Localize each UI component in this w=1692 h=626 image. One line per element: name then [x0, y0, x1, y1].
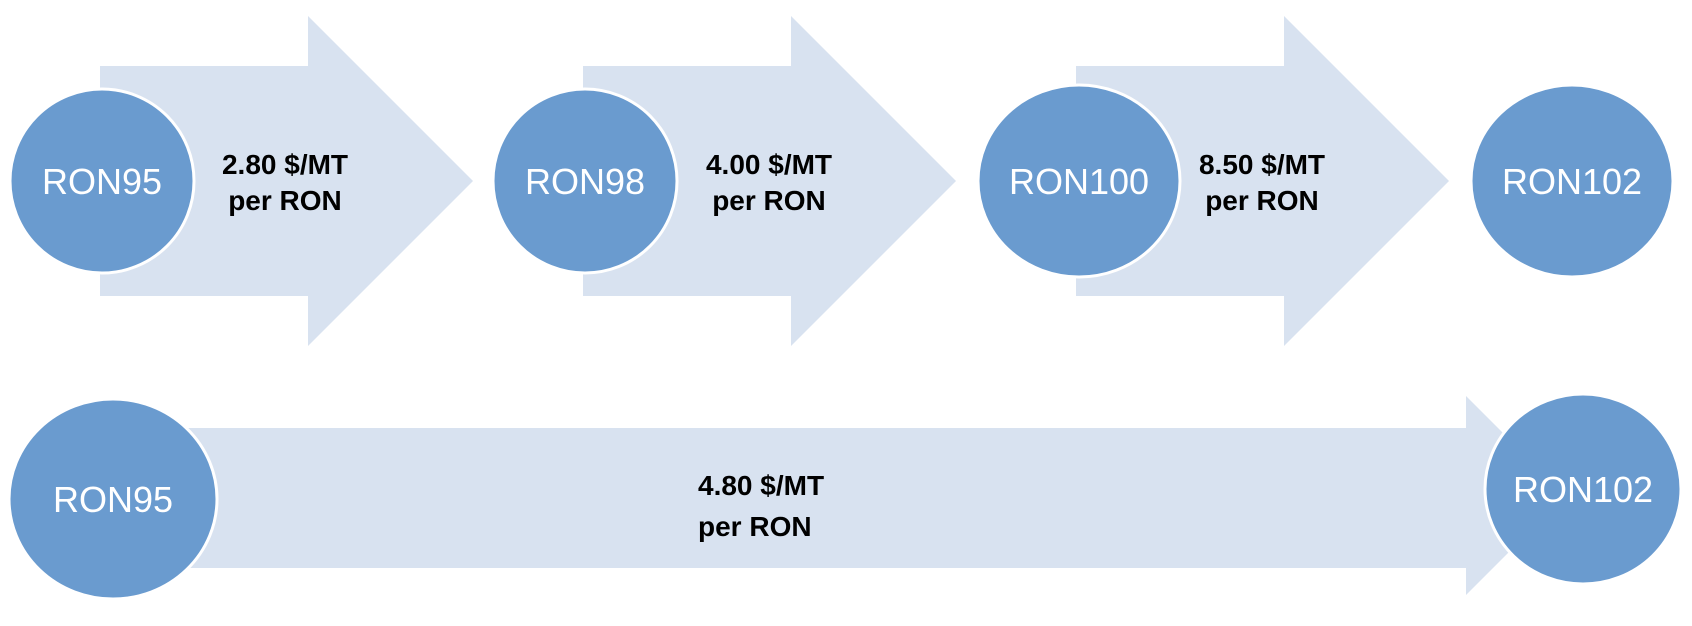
arrow-label-3-price: 8.50 $/MT — [1199, 149, 1325, 180]
node-label-ron100: RON100 — [1009, 161, 1149, 202]
arrow-ron95-to-ron98 — [100, 16, 473, 346]
node-ron95-bottom — [7, 397, 219, 601]
arrow-ron98-to-ron100 — [583, 16, 956, 346]
node-ron102-top — [1469, 83, 1675, 279]
node-label-ron95-bottom: RON95 — [53, 479, 173, 520]
node-ron98 — [491, 87, 679, 275]
node-label-ron102-top: RON102 — [1502, 161, 1642, 202]
arrow-ron100-to-ron102 — [1076, 16, 1449, 346]
arrow-label-1-price: 2.80 $/MT — [222, 149, 348, 180]
node-ron100 — [976, 83, 1182, 279]
node-label-ron98: RON98 — [525, 161, 645, 202]
arrow-label-2-unit: per RON — [712, 185, 826, 216]
node-label-ron102-bottom: RON102 — [1513, 469, 1653, 510]
node-ron95 — [8, 87, 196, 275]
arrow-label-1-unit: per RON — [228, 185, 342, 216]
arrow-label-2-price: 4.00 $/MT — [706, 149, 832, 180]
bottom-arrow-label-price: 4.80 $/MT — [698, 470, 824, 501]
arrow-ron95-to-ron102 — [110, 396, 1516, 595]
bottom-arrow-label-unit: per RON — [698, 511, 812, 542]
node-ron102-bottom — [1483, 392, 1683, 586]
arrow-label-3-unit: per RON — [1205, 185, 1319, 216]
node-label-ron95: RON95 — [42, 161, 162, 202]
